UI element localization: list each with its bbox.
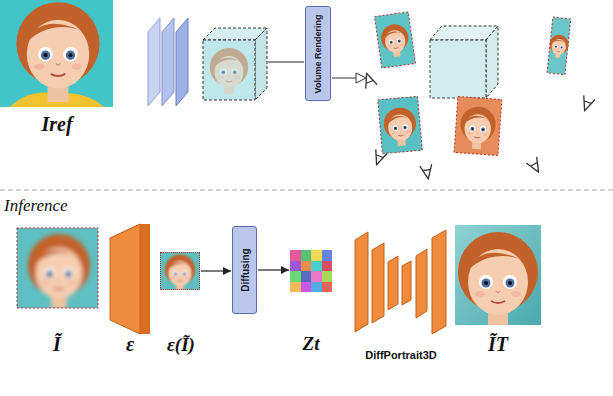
encoder-label: ε [126, 333, 134, 356]
process-box: Diffusing [232, 226, 257, 314]
image-label: Ĩ [53, 333, 61, 356]
image-label: ε(Ĩ) [167, 334, 195, 356]
model-label: DiffPortrait3D [365, 349, 437, 361]
arrow-connector [201, 270, 231, 271]
image-label: ĨT [488, 333, 508, 356]
image-label: Zt [303, 333, 320, 355]
arrow-connector [258, 269, 289, 270]
box-label: Volume Rendering [313, 14, 323, 93]
process-box: Volume Rendering [305, 6, 331, 101]
image-node: Zt [290, 250, 332, 292]
box-label: Diffusing [239, 248, 250, 291]
section-title: Inference [4, 196, 68, 216]
image-label: Iref [41, 113, 72, 136]
image-node: ε(Ĩ) [160, 252, 200, 290]
